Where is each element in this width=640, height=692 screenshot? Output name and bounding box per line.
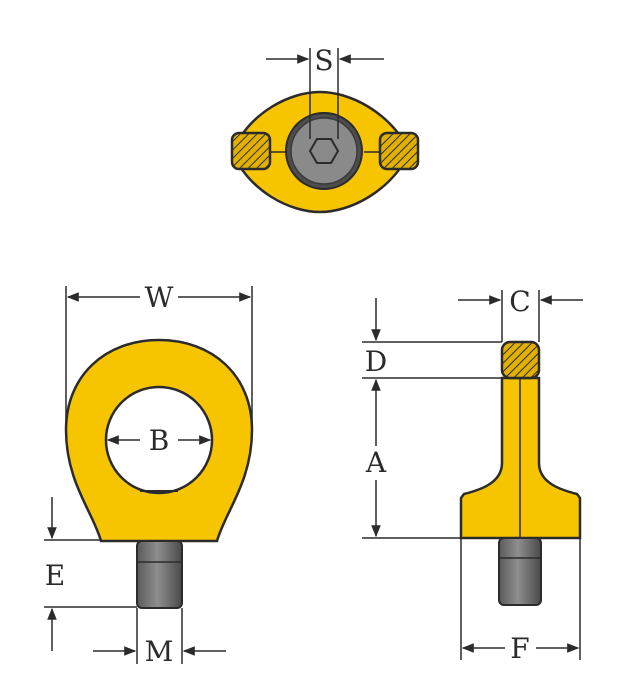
dimension-label-c: C [509, 285, 530, 318]
hexagon-icon [308, 138, 340, 164]
dimension-label-w: W [145, 281, 174, 314]
front-thread [136, 540, 183, 609]
side-thread [498, 537, 542, 606]
dimension-label-b: B [149, 424, 170, 457]
right-lug-section [378, 131, 420, 171]
front-view: W B E M [44, 281, 254, 668]
dimension-label-m: M [145, 635, 174, 668]
side-view: C D A F [362, 285, 583, 665]
dimension-label-a: A [365, 446, 387, 479]
side-section-hatch [500, 340, 541, 380]
dimension-label-d: D [365, 345, 387, 378]
top-view: S [230, 44, 420, 214]
dimension-label-s: S [314, 44, 333, 77]
left-lug-section [230, 131, 272, 171]
dimension-label-f: F [510, 632, 529, 665]
dimension-label-e: E [45, 559, 65, 592]
eye-ring-body [64, 338, 254, 543]
